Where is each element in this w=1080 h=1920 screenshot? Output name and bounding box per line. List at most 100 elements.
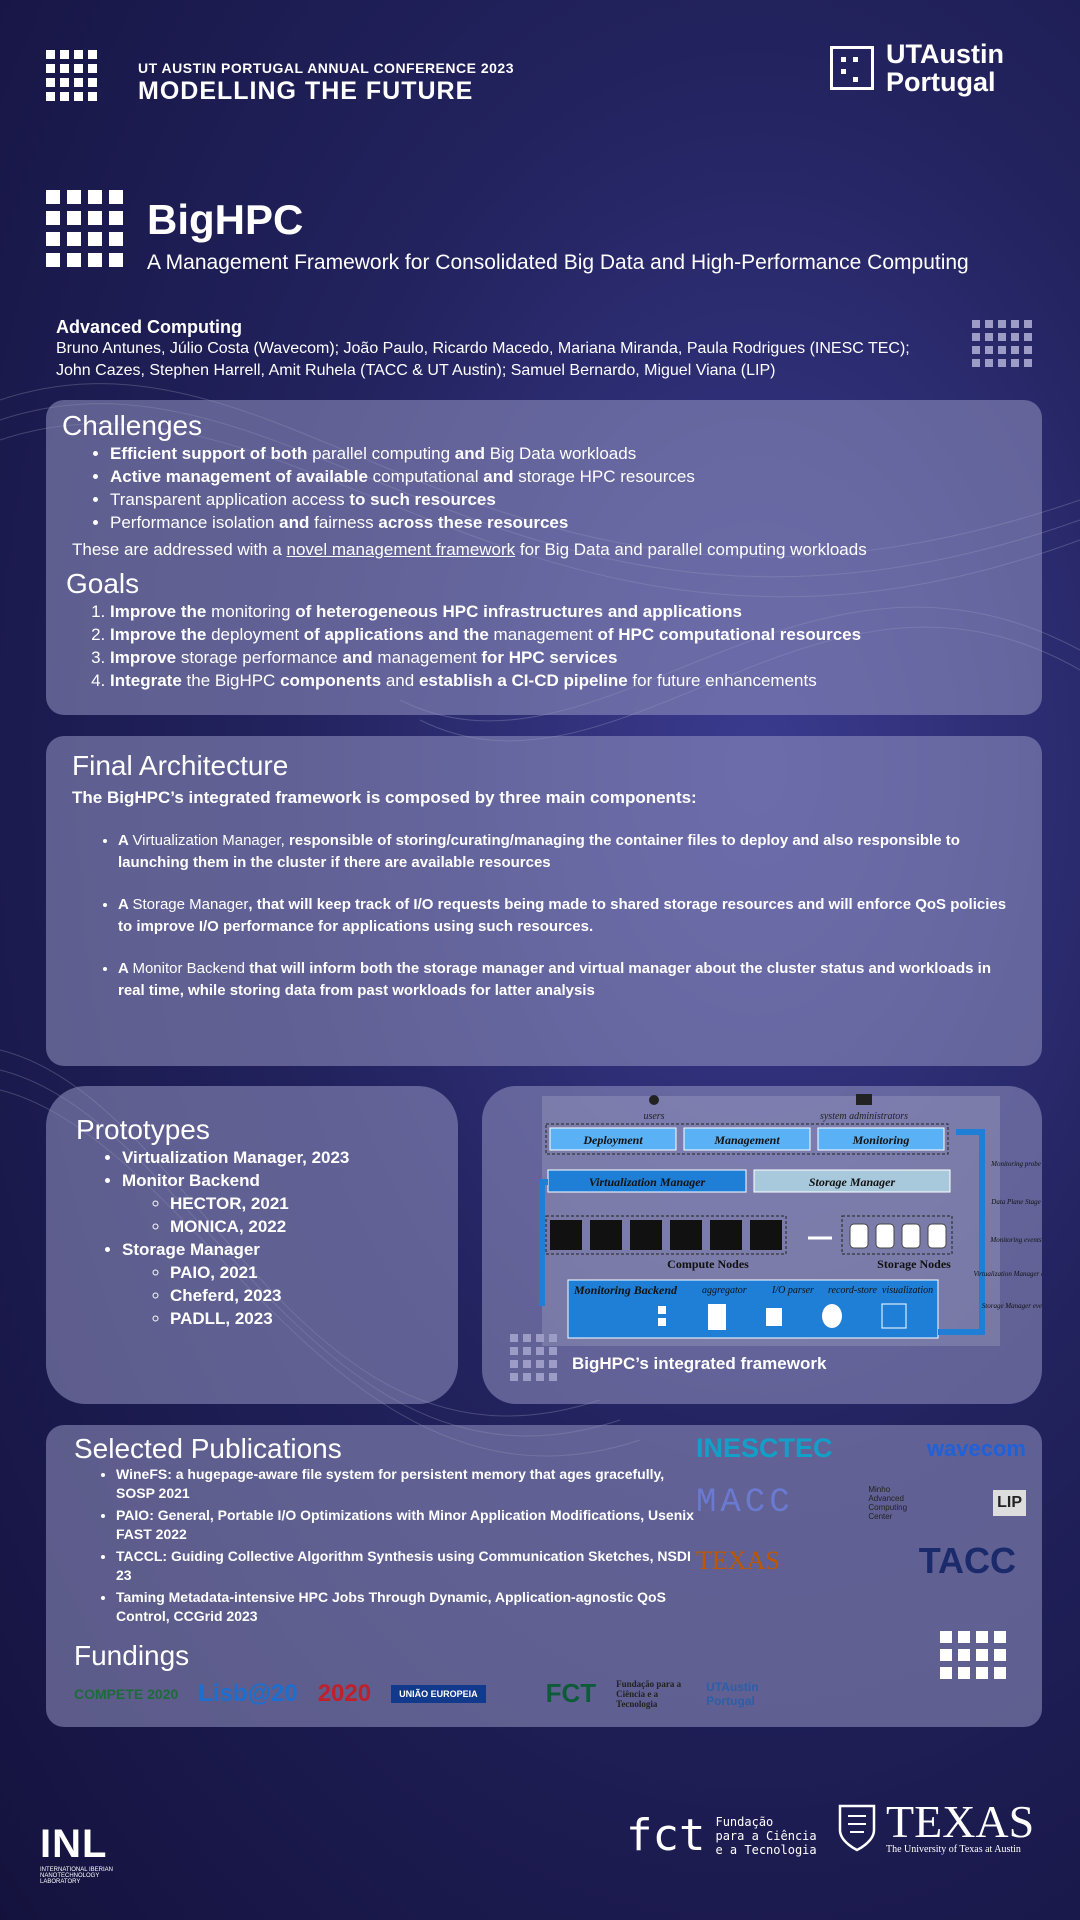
list-item: A Storage Manager, that will keep track … [118,894,1016,938]
conference-tagline: MODELLING THE FUTURE [138,77,474,105]
list-item: Improve the monitoring of heterogeneous … [110,600,1026,623]
prototype-item: HECTOR, 2021 [170,1192,436,1215]
list-item: A Monitor Backend that will inform both … [118,958,1016,1002]
svg-text:I/O parser: I/O parser [771,1285,814,1296]
publication-item: TACCL: Guiding Collective Algorithm Synt… [116,1547,696,1585]
inl-logo: INL INTERNATIONAL IBERIAN NANOTECHNOLOGY… [40,1822,114,1885]
svg-text:Monitoring Backend: Monitoring Backend [573,1283,678,1297]
sm-box [753,1169,951,1193]
challenges-goals-panel: Challenges Efficient support of both par… [46,400,1042,715]
tacc-logo: TACC [918,1540,1016,1581]
svg-text:Virtualization Manager: Virtualization Manager [589,1175,706,1189]
svg-text:Data Plane Stage: Data Plane Stage [990,1198,1040,1206]
list-item: Improve the deployment of applications a… [110,623,1026,646]
portugal2020-logo: 2020 [317,1679,372,1707]
list-item: Transparent application access to such r… [110,488,1026,511]
challenges-list: Efficient support of both parallel compu… [70,442,1026,534]
poster-subtitle: A Management Framework for Consolidated … [147,251,969,274]
deployment-box [549,1127,677,1151]
architecture-diagram: users system administrators Deployment M… [539,1094,1042,1346]
storage-nodes [849,1223,947,1249]
diagram-caption: BigHPC’s integrated framework [572,1354,827,1373]
publication-item: WineFS: a hugepage-aware file system for… [116,1465,696,1503]
poster-title: BigHPC [147,196,304,243]
publication-item: PAIO: General, Portable I/O Optimization… [116,1506,696,1544]
architecture-panel: Final Architecture The BigHPC’s integrat… [46,736,1042,1066]
list-item: Performance isolation and fairness acros… [110,511,1026,534]
prototypes-heading: Prototypes [76,1114,210,1145]
list-item: Improve storage performance and manageme… [110,646,1026,669]
publications-panel: Selected Publications WineFS: a hugepage… [46,1425,1042,1727]
fct-funding-text: Fundação para a Ciência e a Tecnologia [616,1678,682,1709]
svg-text:visualization: visualization [882,1285,933,1296]
feedback-arrow-right [938,1129,985,1335]
compute-nodes [550,1220,782,1250]
authors-line-2: John Cazes, Stephen Harrell, Amit Ruhela… [56,362,776,379]
goals-heading: Goals [66,568,140,599]
eu-logo: UNIÃO EUROPEIA [391,1684,486,1703]
goals-list: Improve the monitoring of heterogeneous … [70,600,1026,692]
authors-block: Advanced Computing Bruno Antunes, Júlio … [56,316,910,382]
svg-text:Monitoring probe: Monitoring probe [990,1160,1041,1168]
pubs-dots-icon [940,1631,1006,1679]
architecture-list: A Virtualization Manager, responsible of… [72,830,1016,1002]
inesctec-logo: INESCTEC [696,1433,833,1463]
fundings-heading: Fundings [74,1640,190,1671]
prototype-item: PAIO, 2021 [170,1261,436,1284]
svg-text:Monitoring: Monitoring [852,1133,910,1147]
conference-logo [46,50,97,101]
diagram-panel: users system administrators Deployment M… [482,1086,1042,1404]
wavecom-logo: wavecom [926,1435,1026,1461]
list-item: A Virtualization Manager, responsible of… [118,830,1016,874]
challenges-heading: Challenges [62,410,203,441]
svg-text:Compute Nodes: Compute Nodes [667,1257,749,1271]
fct-funding-logo: FCT [545,1678,597,1708]
prototypes-list: Virtualization Manager, 2023 Monitor Bac… [68,1146,436,1330]
ut-texas-logo: TEXAS The University of Texas at Austin [838,1799,1034,1855]
fundings-logos: COMPETE 2020 Lisb@20 2020 UNIÃO EUROPEIA… [74,1678,1014,1709]
diagram-dots-icon [510,1334,557,1381]
publications-list: WineFS: a hugepage-aware file system for… [74,1465,696,1626]
svg-text:Deployment: Deployment [582,1133,643,1147]
lip-logo: LIP [993,1490,1026,1516]
feedback-arrow-left [539,1179,548,1306]
publications-heading: Selected Publications [74,1433,342,1464]
svg-text:Virtualization Manager events: Virtualization Manager events [973,1270,1042,1278]
corner-dots-icon [972,320,1032,367]
svg-text:Storage Manager: Storage Manager [809,1175,896,1189]
conference-name: UT AUSTIN PORTUGAL ANNUAL CONFERENCE 202… [138,60,514,76]
users-icon [649,1095,659,1105]
backend-pipeline-icons [658,1303,907,1330]
monitoring-box [817,1127,945,1151]
publication-item: Taming Metadata-intensive HPC Jobs Throu… [116,1588,696,1626]
prototype-item: MONICA, 2022 [170,1215,436,1238]
svg-text:record-store: record-store [828,1285,877,1296]
prototype-item: Cheferd, 2023 [170,1284,436,1307]
ut-shield-icon [838,1804,876,1851]
authors-line-1: Bruno Antunes, Júlio Costa (Wavecom); Jo… [56,340,910,357]
category-label: Advanced Computing [56,317,243,337]
svg-text:Monitoring events: Monitoring events [989,1236,1041,1244]
texas-partner-logo: TEXAS [696,1546,780,1575]
admins-label: system administrators [820,1111,908,1122]
architecture-heading: Final Architecture [72,750,289,781]
architecture-intro: The BigHPC’s integrated framework is com… [72,788,697,807]
list-item: Active management of available computati… [110,465,1026,488]
prototypes-panel: Prototypes Virtualization Manager, 2023 … [46,1086,458,1404]
monitoring-backend-box [567,1279,939,1339]
macc-logo: MACC [696,1484,794,1522]
partner-logos: INESCTEC wavecom MACC Minho Advanced Com… [696,1433,1026,1582]
admins-icon [856,1094,872,1105]
svg-text:Management: Management [713,1133,780,1147]
compete-logo: COMPETE 2020 [74,1685,179,1702]
bighpc-logo [46,190,123,267]
svg-text:Storage Nodes: Storage Nodes [877,1257,951,1271]
prototype-sm: Storage Manager PAIO, 2021Cheferd, 2023P… [122,1238,436,1330]
svg-text:Storage Manager events: Storage Manager events [982,1302,1042,1310]
challenges-summary: These are addressed with a novel managem… [72,540,867,559]
prototype-mb: Monitor Backend HECTOR, 2021MONICA, 2022 [122,1169,436,1238]
prototype-item: PADLL, 2023 [170,1307,436,1330]
svg-text:aggregator: aggregator [702,1285,747,1296]
